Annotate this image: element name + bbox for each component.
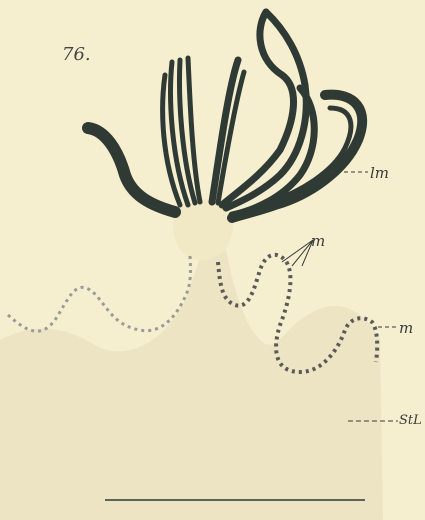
label-stl: StL bbox=[399, 413, 422, 428]
figure-number: 76. bbox=[62, 44, 91, 65]
label-m-right: m bbox=[399, 319, 413, 337]
muscle-bundles bbox=[88, 12, 362, 218]
label-lm: lm bbox=[370, 164, 389, 182]
epithelium-dots-left bbox=[8, 255, 191, 331]
label-m-top: m bbox=[311, 232, 325, 250]
muscle-fibre bbox=[212, 60, 238, 202]
lower-tissue-block bbox=[0, 245, 383, 520]
